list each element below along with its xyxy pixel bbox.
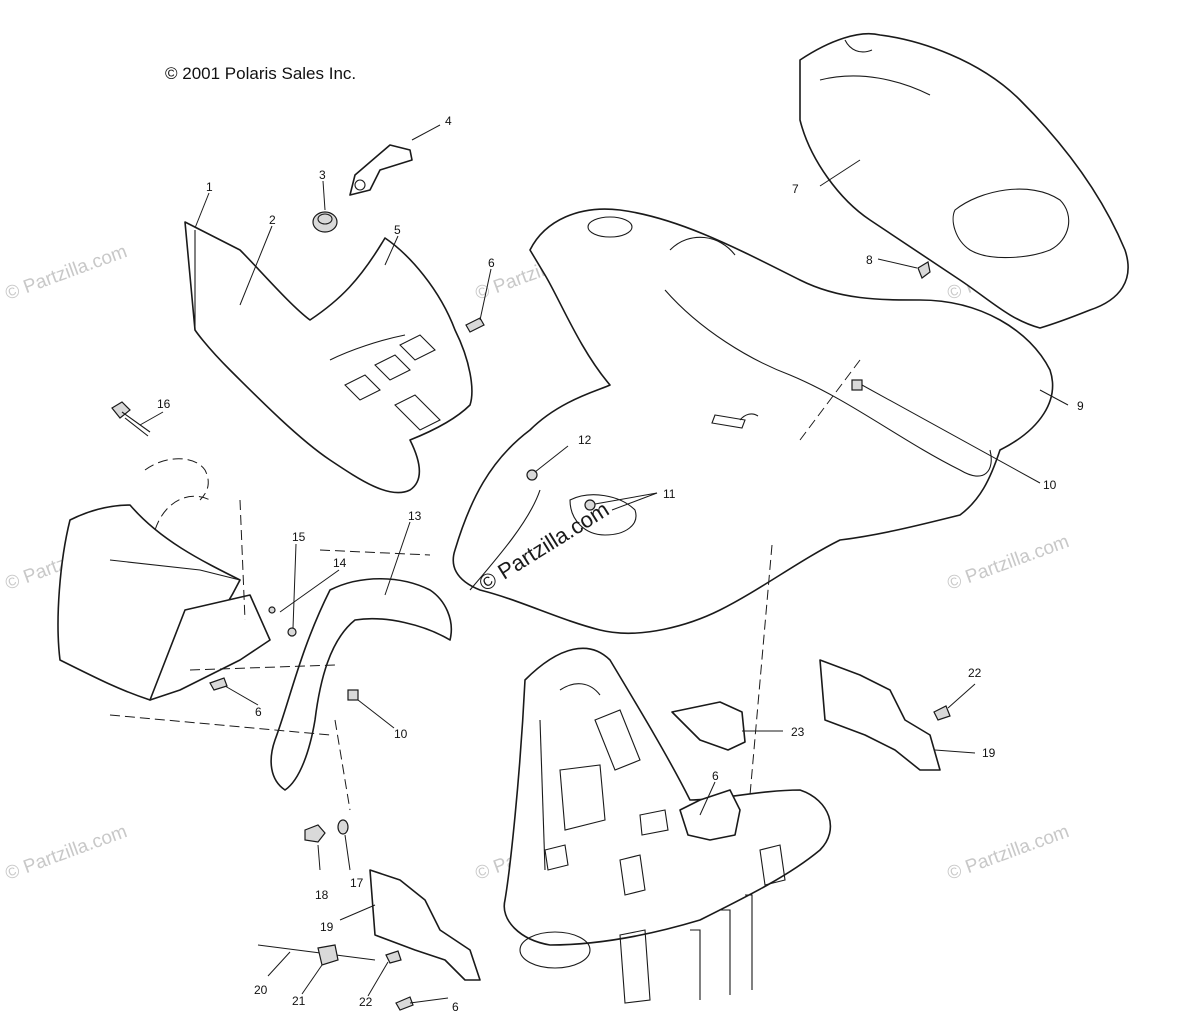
hidden-line-3 — [799, 359, 861, 441]
callout-13: 13 — [408, 509, 422, 523]
part-11-grommet-area — [569, 494, 637, 536]
callout-1: 1 — [206, 180, 213, 194]
callout-10-lower: 10 — [394, 727, 408, 741]
part-15-washer — [287, 627, 297, 637]
part-4-bracket — [349, 144, 413, 196]
part-20-rod — [257, 944, 376, 961]
callout-21: 21 — [292, 994, 306, 1008]
left-footwell — [57, 458, 271, 701]
callout-15: 15 — [292, 530, 306, 544]
part-13-fender-flare — [270, 578, 452, 791]
part-7-rear-cover — [799, 32, 1129, 329]
callout-2: 2 — [269, 213, 276, 227]
part-16-bolt — [111, 401, 151, 437]
hidden-line-4 — [334, 719, 351, 811]
callout-6-top: 6 — [488, 256, 495, 270]
callout-22-upper: 22 — [968, 666, 982, 680]
watermark-left-bottom: © Partzilla.com — [3, 821, 130, 885]
hidden-line-2 — [749, 544, 773, 796]
callout-14: 14 — [333, 556, 347, 570]
callout-19-left: 19 — [320, 920, 334, 934]
watermark-right-mid: © Partzilla.com — [945, 531, 1072, 595]
part-1-2-left-panel — [184, 221, 473, 494]
hidden-line-6 — [189, 664, 336, 671]
callout-5: 5 — [394, 223, 401, 237]
part-12-fastener — [526, 469, 538, 481]
part-11-grommet — [584, 499, 596, 511]
callout-12: 12 — [578, 433, 592, 447]
hidden-line-1 — [239, 499, 246, 621]
callout-6-bottom: 6 — [452, 1000, 459, 1014]
part-22-screw-upper — [933, 705, 951, 721]
callout-4: 4 — [445, 114, 452, 128]
part-17-washer — [337, 819, 349, 835]
callout-17: 17 — [350, 876, 364, 890]
callout-23: 23 — [791, 725, 805, 739]
callout-19-right: 19 — [982, 746, 996, 760]
callout-numbers: 1 2 3 4 5 6 7 8 9 10 11 12 13 14 15 16 6… — [157, 114, 1084, 1014]
callout-11: 11 — [663, 487, 676, 501]
part-10-clip-lower — [347, 689, 359, 701]
watermark-right-bottom: © Partzilla.com — [945, 821, 1072, 885]
callout-3: 3 — [319, 168, 326, 182]
part-10-clip-upper — [851, 379, 863, 391]
part-18-nut — [304, 824, 326, 843]
frame-assembly — [503, 647, 832, 1004]
callout-9: 9 — [1077, 399, 1084, 413]
callout-18: 18 — [315, 888, 329, 902]
part-14-nut — [268, 606, 276, 614]
part-8-clip — [917, 261, 931, 279]
hidden-line-5 — [109, 714, 331, 736]
part-22-screw-lower — [385, 950, 402, 964]
callout-10-upper: 10 — [1043, 478, 1057, 492]
callout-22-lower: 22 — [359, 995, 373, 1009]
callout-6-frame: 6 — [712, 769, 719, 783]
callout-20: 20 — [254, 983, 268, 997]
part-23-plate — [671, 701, 746, 751]
part-19-mud-flaps — [369, 659, 941, 981]
watermark-left-top: © Partzilla.com — [3, 241, 130, 305]
part-9-front-body — [452, 208, 1054, 635]
callout-8: 8 — [866, 253, 873, 267]
copyright-text: © 2001 Polaris Sales Inc. — [165, 64, 356, 83]
callout-16: 16 — [157, 397, 171, 411]
callout-6-left: 6 — [255, 705, 262, 719]
leader-lines — [139, 124, 1069, 1004]
part-21-clip — [317, 944, 339, 966]
hidden-line-7 — [319, 549, 431, 556]
callout-7: 7 — [792, 182, 799, 196]
part-3-grommet — [312, 211, 338, 233]
